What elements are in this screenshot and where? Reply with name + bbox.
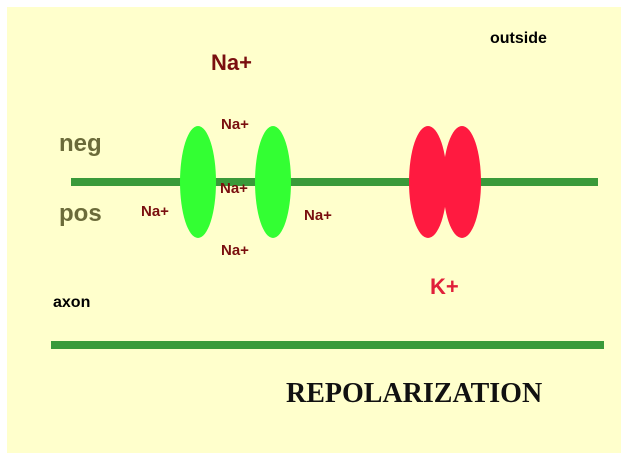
- potassium-channel-right: [443, 126, 481, 238]
- axon-label: axon: [53, 294, 91, 311]
- sodium-channel-right: [255, 126, 291, 238]
- diagram-title: REPOLARIZATION: [286, 378, 543, 409]
- sodium-ion-bottom: Na+: [221, 242, 249, 259]
- diagram-panel: [7, 7, 621, 453]
- potassium-label: K+: [430, 274, 459, 299]
- sodium-ion-right: Na+: [304, 207, 332, 224]
- sodium-ion-left: Na+: [141, 203, 169, 220]
- positive-charge-label: pos: [59, 200, 102, 227]
- sodium-ion-middle: Na+: [220, 180, 248, 197]
- sodium-channel-left: [180, 126, 216, 238]
- potassium-channel-left: [409, 126, 447, 238]
- negative-charge-label: neg: [59, 130, 102, 157]
- outside-label: outside: [490, 30, 547, 47]
- sodium-outside-label: Na+: [211, 50, 252, 75]
- sodium-ion-top: Na+: [221, 116, 249, 133]
